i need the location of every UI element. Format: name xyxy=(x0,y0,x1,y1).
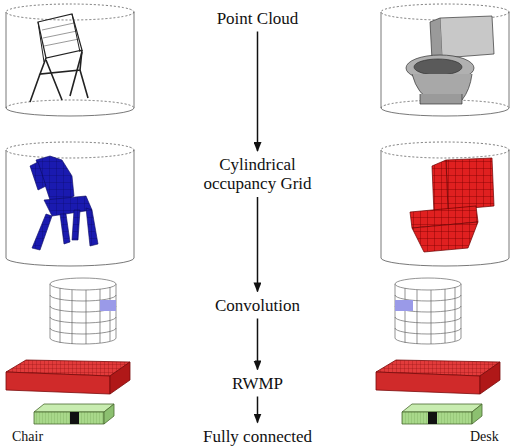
class-label: Desk xyxy=(470,429,499,445)
stage-text: Cylindrical occupancy Grid xyxy=(193,155,323,193)
stage-label: Cylindrical occupancy Grid xyxy=(189,153,327,195)
convolution-cylinder xyxy=(395,278,461,344)
chair-point-cloud xyxy=(30,14,88,102)
point-cloud-cylinder xyxy=(6,4,134,116)
toilet-point-cloud xyxy=(406,16,494,104)
rwmp-slab xyxy=(6,360,130,394)
convolution-cylinder xyxy=(50,278,116,344)
stage-label: Fully connected xyxy=(199,425,316,447)
occupancy-cylinder xyxy=(6,142,134,266)
flow-arrow xyxy=(257,397,259,423)
stage-label: Point Cloud xyxy=(213,7,303,30)
fc-bar xyxy=(402,404,482,424)
fc-bar xyxy=(34,404,114,424)
stage-text: Convolution xyxy=(215,296,300,315)
flow-arrow xyxy=(257,319,259,370)
stage-text: RWMP xyxy=(232,374,283,393)
class-label: Chair xyxy=(12,429,43,445)
toilet-voxels xyxy=(410,158,494,252)
occupancy-cylinder xyxy=(381,142,509,266)
stage-text: Point Cloud xyxy=(217,9,299,28)
point-cloud-cylinder xyxy=(381,4,509,116)
stage-text: Fully connected xyxy=(203,427,312,446)
stage-label: RWMP xyxy=(228,372,287,395)
chair-voxels xyxy=(30,156,98,250)
flow-arrow xyxy=(257,197,259,292)
stage-label: Convolution xyxy=(211,294,304,317)
flow-arrow xyxy=(257,32,259,152)
rwmp-slab xyxy=(376,360,500,394)
